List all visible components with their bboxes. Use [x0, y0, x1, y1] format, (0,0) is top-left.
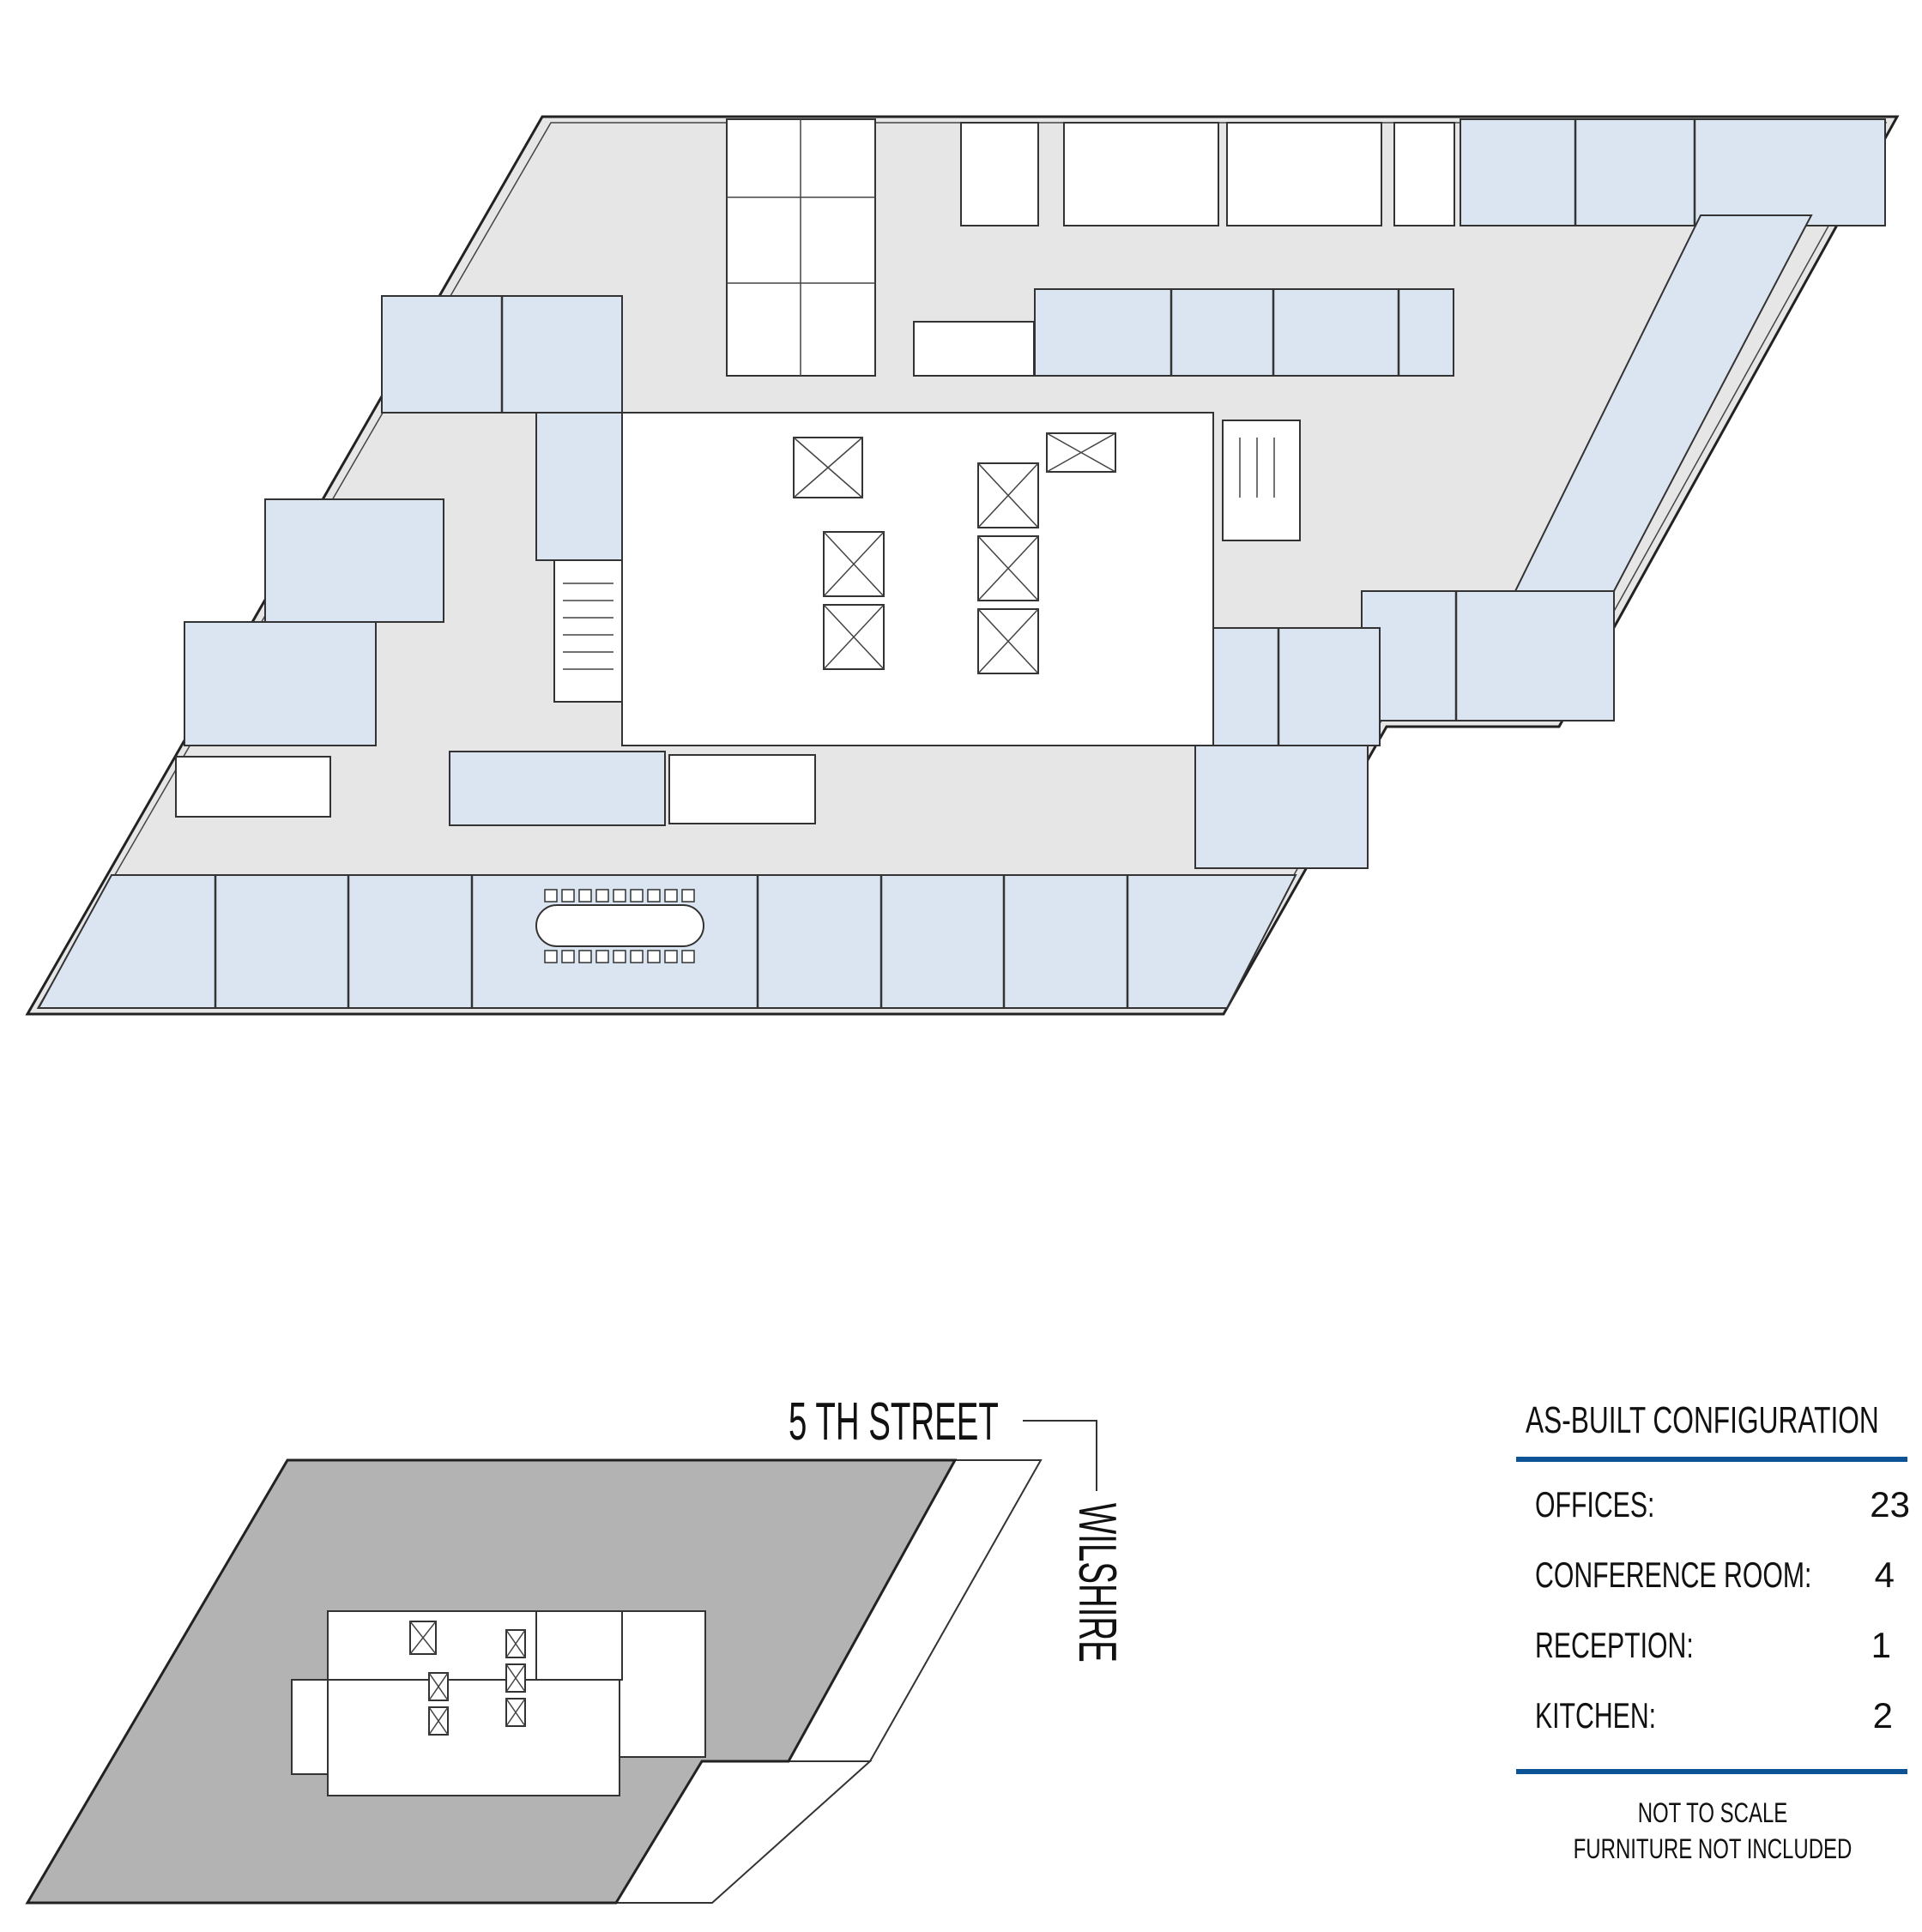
key-plan: 5 TH STREET WILSHIRE	[25, 1392, 1128, 1905]
interior-offices	[1034, 288, 1454, 377]
legend-value-conference: 4	[1875, 1555, 1895, 1595]
right-office-block	[1361, 590, 1615, 721]
left-office	[264, 498, 444, 623]
street-label-5th: 5 TH STREET	[789, 1392, 999, 1452]
left-office	[184, 621, 377, 746]
bottom-office-dividers	[214, 875, 1129, 1008]
legend-label-kitchen: KITCHEN:	[1535, 1695, 1656, 1736]
conference-table	[535, 904, 704, 947]
legend-label-offices: OFFICES:	[1535, 1484, 1654, 1524]
street-label-wilshire: WILSHIRE	[1068, 1503, 1128, 1663]
legend-value-offices: 23	[1870, 1484, 1910, 1524]
legend-divider-top	[1516, 1457, 1907, 1462]
main-floor-plan	[25, 115, 1900, 1016]
right-conference-room	[1194, 745, 1369, 869]
building-core	[553, 412, 1301, 746]
workstations	[175, 118, 1455, 824]
legend-value-reception: 1	[1871, 1625, 1891, 1665]
elevators	[793, 432, 1116, 674]
conference-chairs	[544, 889, 695, 963]
configuration-legend: AS-BUILT CONFIGURATION OFFICES: 23 CONFE…	[1516, 1399, 1910, 1864]
stair-treads	[563, 583, 613, 670]
right-inner-offices	[1194, 627, 1381, 746]
legend-note-scale: NOT TO SCALE	[1638, 1797, 1788, 1828]
core-area	[621, 412, 1214, 746]
stairwell-west	[553, 559, 623, 703]
stair-treads	[1239, 438, 1275, 498]
conference-room	[535, 889, 704, 963]
legend-label-reception: RECEPTION:	[1535, 1625, 1694, 1665]
top-right-offices	[1460, 118, 1886, 226]
key-plan-core	[291, 1610, 706, 1796]
interior-office	[449, 751, 666, 826]
legend-note-furniture: FURNITURE NOT INCLUDED	[1574, 1833, 1852, 1864]
stairwell-east	[1222, 420, 1301, 541]
left-core-office	[535, 412, 623, 561]
legend-title: AS-BUILT CONFIGURATION	[1526, 1399, 1879, 1441]
legend-value-kitchen: 2	[1873, 1695, 1893, 1736]
legend-label-conference: CONFERENCE ROOM:	[1535, 1555, 1811, 1595]
street-leader-line	[1023, 1420, 1097, 1491]
legend-divider-bottom	[1516, 1769, 1907, 1774]
